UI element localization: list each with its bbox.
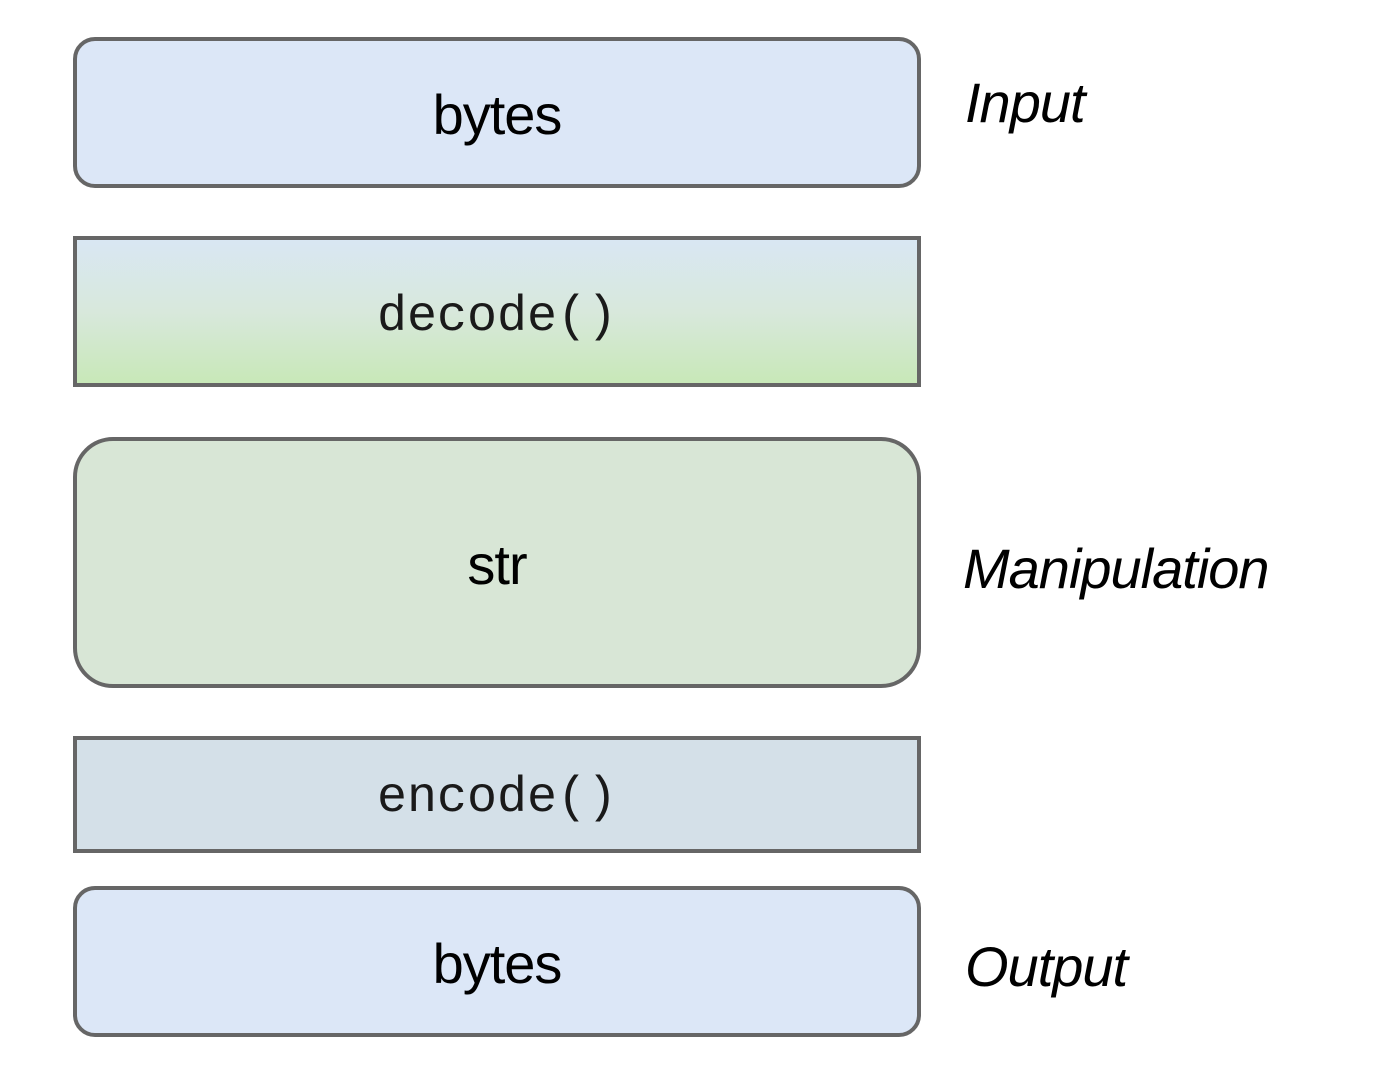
encode-box: encode() [73,736,921,853]
bytes-output-box: bytes [73,886,921,1037]
stage-label-output: Output [965,935,1128,998]
bytes-output-label: bytes [432,932,563,995]
str-box: str [73,437,921,688]
str-label: str [467,533,527,596]
encode-label: encode() [376,770,618,827]
bytes-input-label: bytes [432,83,563,146]
stage-label-manipulation: Manipulation [963,537,1270,600]
decode-label: decode() [376,289,618,346]
stage-label-input: Input [965,71,1086,134]
decode-box: decode() [73,236,921,387]
bytes-input-box: bytes [73,37,921,188]
